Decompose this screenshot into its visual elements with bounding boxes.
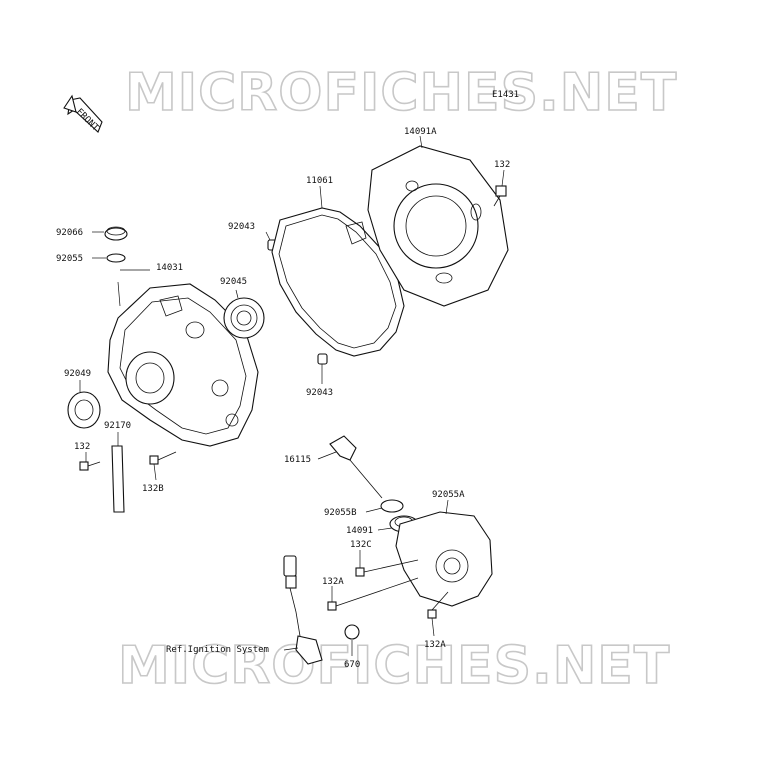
watermark-bottom: MICROFICHES.NET	[118, 636, 670, 696]
part-132-bolt-top	[493, 169, 507, 207]
label-92045: 92045	[220, 277, 247, 287]
part-92055A-cover	[395, 499, 493, 607]
label-92049: 92049	[64, 369, 91, 379]
part-132A-bolt-left	[327, 577, 419, 611]
part-14091A-plate	[367, 135, 509, 307]
part-11061-gasket	[271, 185, 405, 357]
part-92066-cap	[92, 226, 128, 241]
label-132A-right: 132A	[424, 640, 446, 650]
label-14091A: 14091A	[404, 127, 437, 137]
label-92170: 92170	[104, 421, 131, 431]
part-132C-bolt	[355, 550, 419, 577]
label-92043-top: 92043	[228, 222, 255, 232]
label-670: 670	[344, 660, 360, 670]
label-92055A: 92055A	[432, 490, 465, 500]
part-92170-clamp	[111, 432, 125, 513]
part-92055B-o-ring	[365, 499, 404, 513]
part-16115-dipstick	[317, 435, 383, 499]
label-132B: 132B	[142, 484, 164, 494]
label-11061: 11061	[306, 176, 333, 186]
part-132-bolt-left	[79, 452, 101, 471]
label-132-top: 132	[494, 160, 510, 170]
label-132C: 132C	[350, 540, 372, 550]
part-ignition-sensor	[283, 555, 323, 665]
part-92049-seal	[67, 380, 101, 429]
part-92045-bearing	[223, 289, 265, 339]
label-14091: 14091	[346, 526, 373, 536]
label-132A-left: 132A	[322, 577, 344, 587]
part-670-o-ring	[344, 624, 360, 656]
label-92055B: 92055B	[324, 508, 357, 518]
label-92055: 92055	[56, 254, 83, 264]
label-132-left: 132	[74, 442, 90, 452]
diagram-code: E1431	[492, 90, 519, 100]
part-132B-bolt	[149, 451, 177, 481]
label-ref-ignition-system: Ref.Ignition System	[166, 645, 269, 655]
label-92066: 92066	[56, 228, 83, 238]
part-132A-bolt-right	[427, 591, 449, 637]
watermark-top: MICROFICHES.NET	[125, 63, 677, 123]
front-arrow-icon: FRONT	[63, 94, 103, 134]
part-14031-housing	[107, 269, 259, 447]
part-92055-o-ring	[92, 253, 126, 263]
label-92043-bottom: 92043	[306, 388, 333, 398]
label-16115: 16115	[284, 455, 311, 465]
part-92043-dowel-bottom	[317, 353, 328, 384]
label-14031: 14031	[156, 263, 183, 273]
